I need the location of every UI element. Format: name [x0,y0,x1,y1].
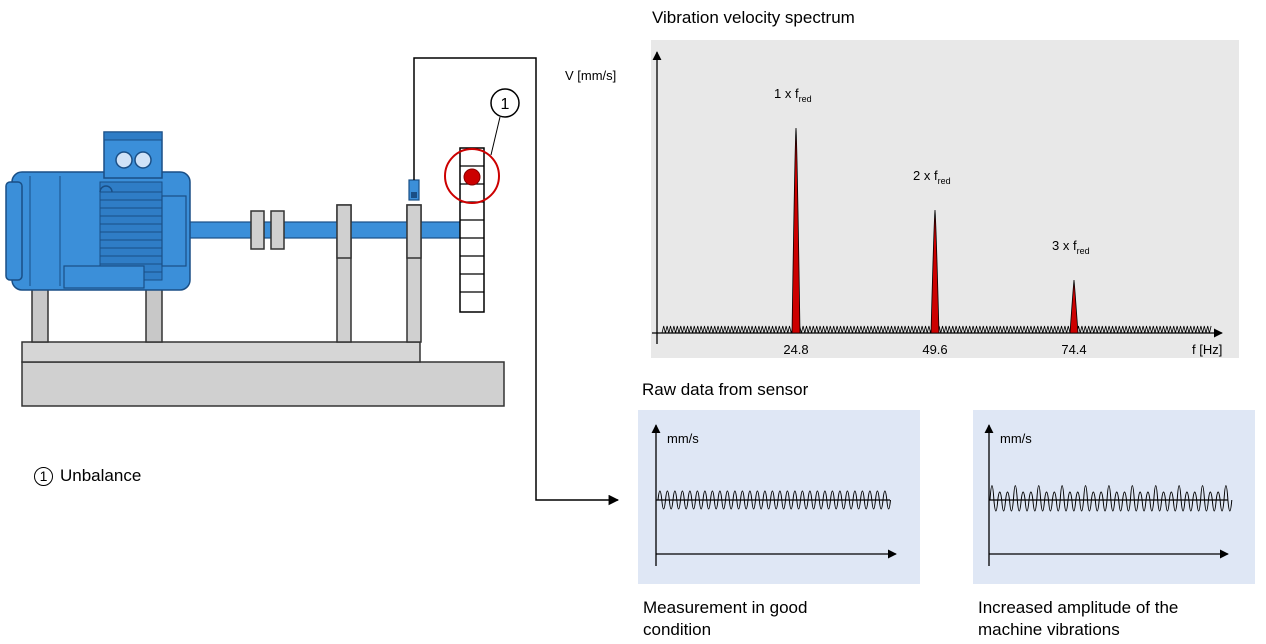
unbalance-disc: 1 [444,88,520,313]
caption-increased-line1: Increased amplitude of the [978,598,1179,617]
legend-unbalance: 1 Unbalance [34,466,141,486]
legend-number-circle: 1 [34,466,53,486]
vibration-sensor [408,179,420,201]
spectrum-chart: V [mm/s] f [Hz] 1 x fred 2 x fred 3 x fred… [565,40,1239,358]
caption-increased-line2: machine vibrations [978,620,1120,639]
motor-foot-left [31,287,49,343]
spectrum-peak-1 [791,127,801,334]
caption-good-line1: Measurement in good [643,598,808,617]
raw-good-y-label: mm/s [667,431,699,446]
caption-good-line2: condition [643,620,712,639]
spectrum-y-label: V [mm/s] [565,68,616,83]
legend-label: Unbalance [60,466,142,485]
spectrum-peak-2 [930,209,940,334]
signal-cable [413,57,620,506]
shaft [185,221,465,239]
spectrum-peak-label-2: 2 x fred [913,168,951,186]
unbalance-mass [463,168,481,186]
spectrum-x-label: f [Hz] [1192,342,1222,357]
spectrum-peak-label-1: 1 x fred [774,86,812,104]
unbalance-highlight-ring [444,148,500,204]
motor-foot-right [145,287,163,343]
raw-data-title: Raw data from sensor [642,380,809,399]
base-plate-upper [21,341,421,363]
raw-panel-good: mm/s [638,410,920,584]
spectrum-peak-3 [1069,279,1079,334]
machine-assembly: 1 [5,57,620,506]
caption-increased-amplitude: Increased amplitude of the machine vibra… [978,597,1266,641]
spectrum-x-tick-1: 24.8 [783,342,808,357]
callout-number: 1 [501,96,510,113]
callout-circle [490,88,520,118]
spectrum-x-tick-2: 49.6 [922,342,947,357]
spectrum-x-tick-3: 74.4 [1061,342,1086,357]
coupling-right [270,210,285,250]
coupling-left [250,210,265,250]
raw-increased-waveform [989,485,1233,512]
raw-good-waveform [657,490,891,510]
spectrum-peak-label-3: 3 x fred [1052,238,1090,256]
motor [5,131,191,291]
base-plate-lower [21,361,505,407]
spectrum-title: Vibration velocity spectrum [652,8,855,27]
spectrum-background [651,40,1239,358]
raw-increased-y-label: mm/s [1000,431,1032,446]
raw-panel-increased: mm/s [973,410,1255,584]
caption-good-condition: Measurement in good condition [643,597,903,641]
